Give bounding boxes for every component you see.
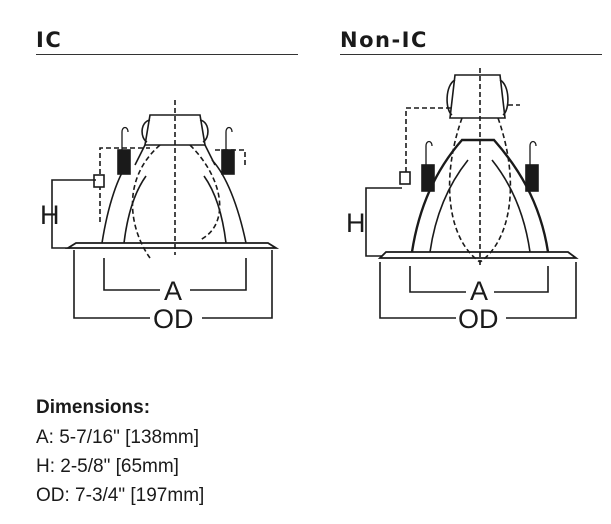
non-ic-h-label: H: [346, 208, 366, 238]
ic-h-dimension: [51, 179, 96, 249]
ic-od-label: OD: [153, 304, 194, 334]
non-ic-a-label: A: [470, 276, 488, 306]
diagram-canvas: H A OD H A OD: [40, 68, 579, 334]
non-ic-a-dimension: [409, 266, 549, 293]
dimension-h-line: H: 2-5/8" [65mm]: [36, 456, 179, 477]
non-ic-collar: [449, 74, 506, 119]
ic-h-label: H: [40, 200, 60, 230]
non-ic-h-dimension: [365, 187, 402, 257]
non-ic-od-dimension: [379, 262, 577, 319]
ic-title-rule: [36, 54, 298, 55]
ic-od-dimension: [73, 250, 273, 319]
ic-a-label: A: [164, 276, 182, 306]
non-ic-od-label: OD: [458, 304, 499, 334]
ic-title: IC: [36, 28, 63, 52]
non-ic-reflector: [410, 138, 550, 253]
non-ic-trim-flange: [377, 251, 579, 259]
non-ic-title: Non-IC: [340, 28, 428, 52]
ic-lamp-outline: [131, 144, 221, 259]
ic-trim-flange: [64, 242, 280, 249]
non-ic-lamp-outline: [448, 117, 512, 263]
ic-a-dimension: [103, 258, 247, 291]
ic-reflector-right: [211, 159, 247, 244]
non-ic-fixture-drawing: [365, 68, 579, 319]
non-ic-title-rule: [340, 54, 602, 55]
dimension-od-line: OD: 7-3/4" [197mm]: [36, 485, 205, 506]
dimension-a-line: A: 5-7/16" [138mm]: [36, 427, 200, 448]
ic-fixture-drawing: [51, 100, 280, 319]
dimensions-heading: Dimensions:: [36, 397, 151, 418]
